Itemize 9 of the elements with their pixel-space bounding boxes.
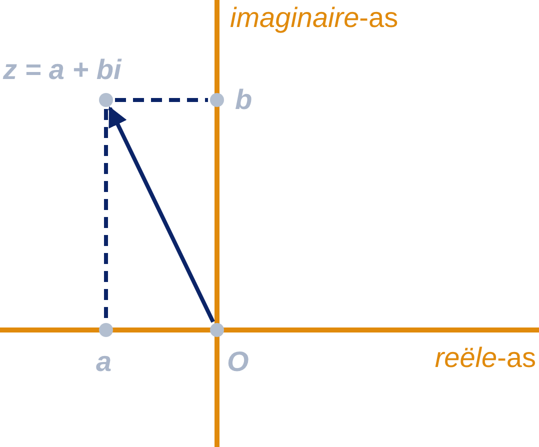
point-label: b — [235, 84, 252, 116]
point-label: a — [96, 346, 112, 378]
arrow — [108, 106, 215, 323]
dashed-line — [104, 109, 108, 321]
axis-label: imaginaire-as — [230, 2, 398, 34]
axis-label: reële-as — [434, 342, 536, 374]
point-label: O — [227, 346, 249, 378]
point-label: z = a + bi — [3, 54, 122, 86]
dashed-line — [115, 98, 208, 102]
